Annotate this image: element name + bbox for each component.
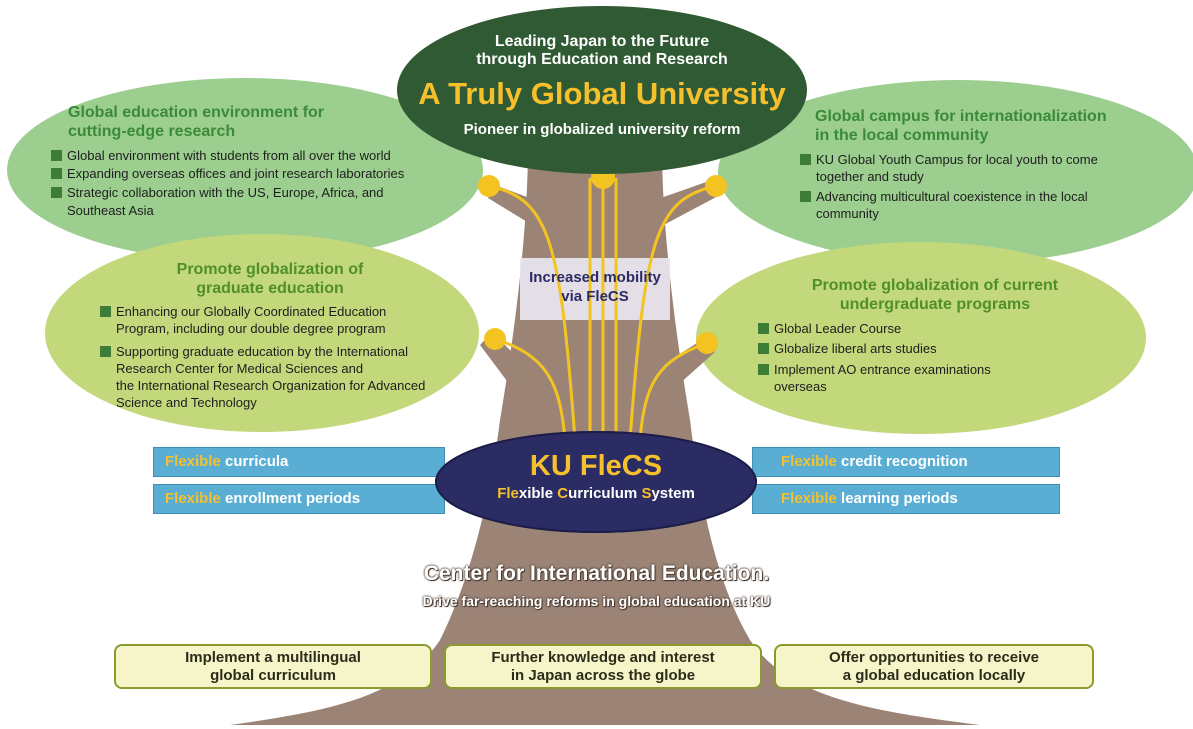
band-right-bottom-label: Flexible learning periods — [781, 490, 958, 507]
right-top-heading1: Global campus for internationalization — [815, 108, 1107, 125]
branch-right-top — [655, 180, 720, 228]
right-top-bullet-2: Advancing multicultural coexistence in t… — [800, 188, 1088, 205]
band-left-top-label: Flexible curricula — [165, 453, 289, 470]
node-left-top — [478, 175, 500, 197]
band-left-top — [153, 447, 445, 477]
left-mid-bullet-2-cont1: Research Center for Medical Sciences and — [116, 361, 364, 376]
top-subtitle: Pioneer in globalized university reform — [463, 121, 741, 138]
left-top-heading2: cutting-edge research — [68, 123, 236, 140]
node-right-mid — [696, 332, 718, 354]
mobility-line1: Increased mobility — [529, 269, 661, 286]
top-line1: Leading Japan to the Future — [494, 33, 710, 50]
right-top-bullet-2-cont: community — [816, 206, 879, 221]
left-top-heading1: Global education environment for — [68, 104, 325, 121]
band-right-bottom — [752, 484, 1060, 514]
right-mid-bullet-3-cont: overseas — [774, 379, 827, 394]
flecs-subtitle: Flexible Curriculum System — [497, 485, 695, 502]
left-mid-bullet-2-cont3: Science and Technology — [116, 395, 257, 410]
center-title: Center for International Education. — [423, 562, 770, 585]
node-right-top — [705, 175, 727, 197]
right-mid-bullet-3: Implement AO entrance examinations — [758, 361, 991, 378]
band-right-top-label: Flexible credit recognition — [781, 453, 968, 470]
left-mid-heading1: Promote globalization of — [176, 261, 364, 278]
top-title: A Truly Global University — [418, 76, 786, 111]
right-mid-heading1: Promote globalization of current — [811, 277, 1059, 294]
mobility-line2: via FleCS — [561, 288, 629, 305]
band-left-bottom-label: Flexible enrollment periods — [165, 490, 361, 507]
left-top-bullet-3: Strategic collaboration with the US, Eur… — [51, 184, 384, 201]
canopy-right-mid — [696, 242, 1146, 434]
right-mid-bullet-2: Globalize liberal arts studies — [758, 340, 937, 357]
left-mid-heading2: graduate education — [196, 280, 344, 297]
right-top-bullet-1: KU Global Youth Campus for local youth t… — [800, 151, 1098, 168]
circuit-lines — [489, 178, 716, 441]
left-mid-bullet-2: Supporting graduate education by the Int… — [100, 343, 408, 360]
top-line2: through Education and Research — [476, 51, 728, 68]
band-left-bottom — [153, 484, 445, 514]
left-mid-bullet-1-cont: Program, including our double degree pro… — [116, 321, 386, 336]
branch-left-top — [488, 185, 535, 225]
band-right-top — [752, 447, 1060, 477]
left-mid-bullet-1: Enhancing our Globally Coordinated Educa… — [100, 303, 386, 320]
left-mid-bullet-2-cont2: the International Research Organization … — [116, 378, 426, 393]
flecs-ellipse-front — [435, 431, 757, 533]
canopy-left-mid — [45, 234, 479, 432]
left-top-bullet-3-cont: Southeast Asia — [67, 203, 154, 218]
right-top-heading2: in the local community — [815, 127, 989, 144]
right-mid-bullet-1: Global Leader Course — [758, 320, 901, 337]
left-top-bullet-1: Global environment with students from al… — [51, 147, 391, 164]
left-top-bullet-2: Expanding overseas offices and joint res… — [51, 165, 404, 182]
canopy-right-top — [718, 80, 1193, 264]
node-left-mid — [484, 328, 506, 350]
flecs-title: KU FleCS — [529, 450, 663, 482]
right-mid-heading2: undergraduate programs — [839, 296, 1031, 313]
canopy-left-top — [7, 78, 483, 262]
right-top-bullet-1-cont: together and study — [816, 169, 924, 184]
center-subtitle: Drive far-reaching reforms in global edu… — [422, 593, 771, 609]
top-ellipse — [397, 6, 807, 174]
